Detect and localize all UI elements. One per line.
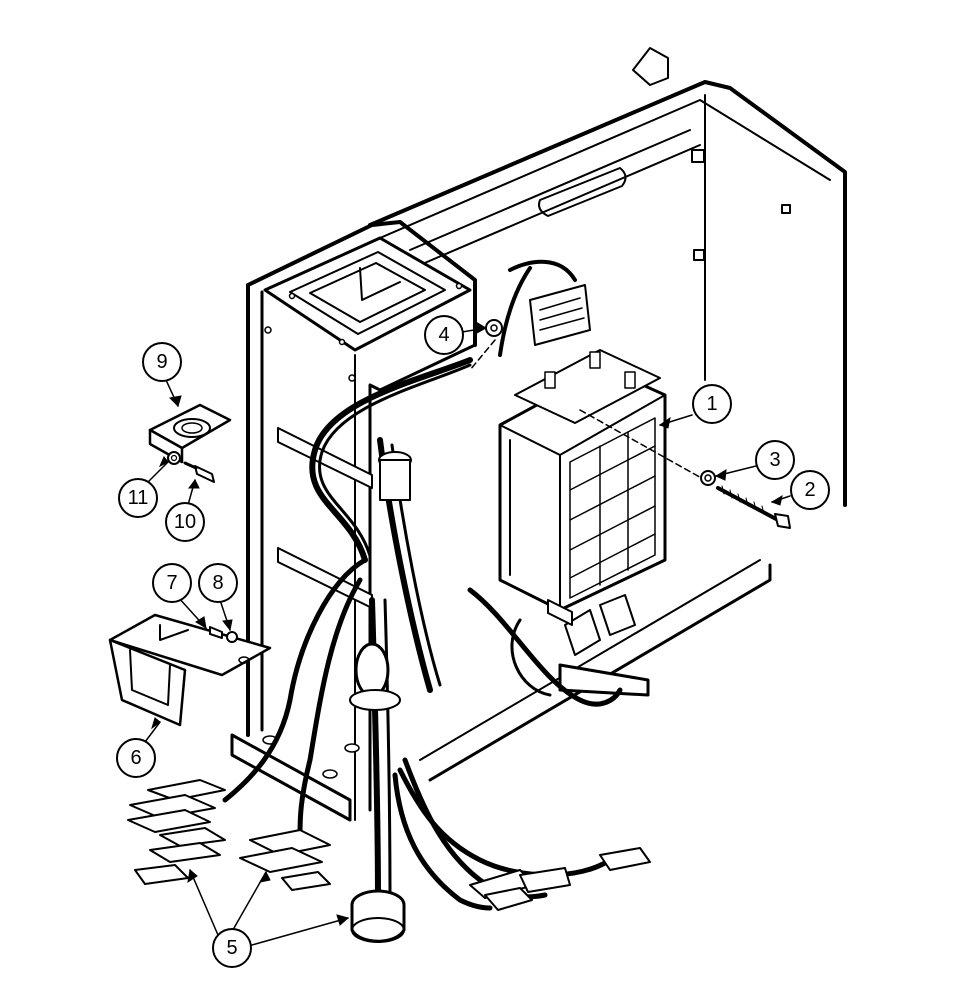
callout-1-label: 1	[706, 393, 717, 415]
bolt-hardware	[469, 319, 791, 529]
callout-8-label: 8	[212, 572, 223, 594]
callout-7: 7	[152, 563, 192, 603]
callout-9-label: 9	[156, 351, 167, 373]
callout-7-label: 7	[166, 572, 177, 594]
callout-11-label: 11	[128, 487, 149, 509]
callout-2: 2	[790, 470, 830, 510]
callout-2-label: 2	[804, 479, 815, 501]
callout-10-label: 10	[174, 511, 196, 533]
callout-8: 8	[198, 563, 238, 603]
callout-1: 1	[692, 384, 732, 424]
callout-4-label: 4	[438, 324, 449, 346]
callout-5: 5	[212, 928, 252, 968]
callout-9: 9	[142, 342, 182, 382]
callout-6-label: 6	[130, 747, 141, 769]
connector-cluster-left	[127, 779, 226, 885]
callout-6: 6	[116, 738, 156, 778]
callout-4: 4	[424, 315, 464, 355]
callout-11: 11	[118, 478, 158, 518]
bracket-6-assembly	[108, 613, 272, 727]
connector-cluster-right	[469, 847, 651, 911]
connector-cluster-center	[239, 829, 331, 891]
enclosure-panel	[230, 47, 847, 822]
bracket-9-assembly	[148, 403, 232, 483]
wiring-harness	[127, 259, 651, 943]
callout-5-label: 5	[226, 937, 237, 959]
control-module	[498, 349, 667, 626]
callout-10: 10	[165, 502, 205, 542]
arrowheads	[151, 321, 783, 926]
callout-3: 3	[755, 440, 795, 480]
callout-3-label: 3	[769, 449, 780, 471]
